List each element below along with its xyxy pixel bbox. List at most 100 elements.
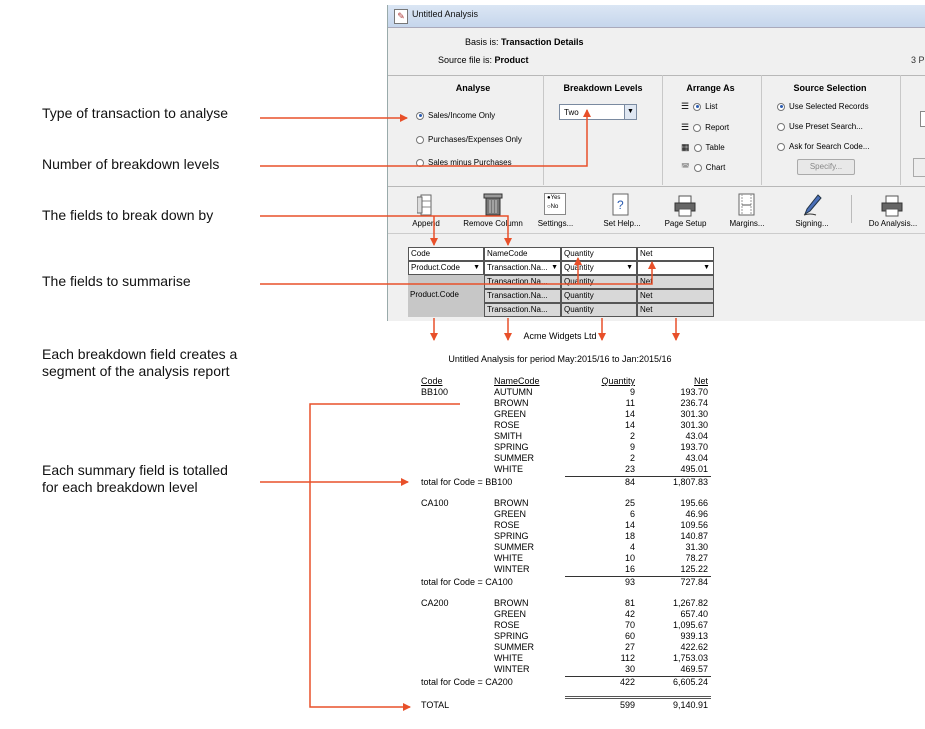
arrange-heading: Arrange As <box>686 83 735 93</box>
page-setup-button[interactable]: Page Setup <box>664 219 707 228</box>
report-subtotal-rule <box>565 576 711 577</box>
report-row-net: 939.13 <box>680 631 708 641</box>
arrange-option-report[interactable]: ☰ Report <box>681 122 730 132</box>
divider <box>761 75 762 185</box>
source-option-ask[interactable]: Ask for Search Code... <box>777 142 869 151</box>
report-row-quantity: 2 <box>629 431 635 441</box>
report-row-quantity: 9 <box>629 387 635 397</box>
report-row-quantity: 30 <box>624 664 635 674</box>
report-row-quantity: 2 <box>629 453 635 463</box>
analyse-option-purchases[interactable]: Purchases/Expenses Only <box>416 135 522 144</box>
no-option: ○No <box>547 204 559 210</box>
grid-header-namecode[interactable]: NameCode <box>484 247 561 261</box>
grid-cell[interactable]: Transaction.Na... <box>484 289 561 303</box>
grid-cell[interactable]: Transaction.Na... <box>484 275 561 289</box>
grid-cell-net-select[interactable]: ▼ <box>637 261 714 275</box>
radio[interactable] <box>693 163 702 172</box>
radio[interactable] <box>777 142 785 151</box>
report-header-code: Code <box>421 376 443 386</box>
grid-cell[interactable]: Quantity <box>561 289 637 303</box>
radio-selected[interactable] <box>693 102 702 111</box>
grid-cell[interactable]: Quantity <box>561 303 637 317</box>
window-title: Untitled Analysis <box>412 9 479 19</box>
report-row-net: 31.30 <box>685 542 708 552</box>
arrow-sum-net <box>260 261 656 285</box>
divider <box>662 75 663 185</box>
report-row-namecode: SPRING <box>494 531 529 541</box>
report-row-quantity: 6 <box>629 509 635 519</box>
grid-header-net[interactable]: Net <box>637 247 714 261</box>
breakdown-levels-select[interactable]: Two ▼ <box>559 104 637 120</box>
grid-cell[interactable]: Net <box>637 275 714 289</box>
grid-cell[interactable]: Net <box>637 303 714 317</box>
arrange-option-chart[interactable]: ◚ Chart <box>681 162 726 172</box>
report-row-net: 1,753.03 <box>672 653 708 663</box>
settings-icon[interactable]: ●Yes ○No <box>544 193 566 215</box>
arrange-option-table[interactable]: ▦ Table <box>681 142 725 152</box>
grid-cell-namecode-select[interactable]: Transaction.Na...▼ <box>484 261 561 275</box>
grid-header-code[interactable]: Code <box>408 247 484 261</box>
chevron-down-icon[interactable]: ▼ <box>626 264 633 271</box>
report-row-namecode: SUMMER <box>494 453 534 463</box>
radio-selected[interactable] <box>777 102 785 111</box>
report-group-code: CA200 <box>421 598 449 608</box>
radio-selected[interactable] <box>416 111 424 120</box>
breakdown-value: Two <box>564 108 579 117</box>
trash-icon[interactable] <box>483 191 503 217</box>
radio[interactable] <box>777 122 785 131</box>
append-button[interactable]: Append <box>412 219 440 228</box>
radio[interactable] <box>693 123 702 132</box>
signing-button[interactable]: Signing... <box>795 219 829 228</box>
do-analysis-printer-svg <box>881 195 903 217</box>
grid-cell[interactable]: Net <box>637 289 714 303</box>
report-row-namecode: WHITE <box>494 464 523 474</box>
report-row-quantity: 60 <box>624 631 635 641</box>
report-row-namecode: GREEN <box>494 609 527 619</box>
chevron-down-icon[interactable]: ▼ <box>624 105 636 119</box>
report-row-namecode: ROSE <box>494 420 520 430</box>
signing-icon[interactable] <box>802 193 822 217</box>
report-row-quantity: 14 <box>624 520 635 530</box>
printer-icon[interactable] <box>674 195 696 217</box>
arrange-option-list[interactable]: ☰ List <box>681 101 718 111</box>
margins-button[interactable]: Margins... <box>729 219 765 228</box>
chevron-down-icon[interactable]: ▼ <box>551 264 558 271</box>
do-analysis-icon[interactable] <box>881 195 903 217</box>
report-row-namecode: SUMMER <box>494 542 534 552</box>
report-row-net: 495.01 <box>680 464 708 474</box>
set-help-button[interactable]: Set Help... <box>603 219 641 228</box>
help-icon[interactable]: ? <box>612 193 630 217</box>
source-option-preset[interactable]: Use Preset Search... <box>777 122 863 131</box>
chevron-down-icon[interactable]: ▼ <box>703 264 710 271</box>
append-icon[interactable] <box>416 193 435 217</box>
chevron-down-icon[interactable]: ▼ <box>473 264 480 271</box>
radio[interactable] <box>693 143 702 152</box>
source-option-selected[interactable]: Use Selected Records <box>777 102 869 111</box>
report-header-net: Net <box>693 376 708 386</box>
grid-cell-empty <box>408 303 484 317</box>
analyse-option-sales[interactable]: Sales/Income Only <box>416 111 495 120</box>
callout-levels: Number of breakdown levels <box>42 156 220 172</box>
report-row-quantity: 14 <box>624 420 635 430</box>
grid-cell[interactable]: Transaction.Na... <box>484 303 561 317</box>
help-icon-svg: ? <box>612 193 629 216</box>
settings-button[interactable]: Settings... <box>537 219 574 228</box>
report-group-total-label: total for Code = BB100 <box>421 477 513 487</box>
grid-cell[interactable]: Product.Code <box>408 289 484 303</box>
do-analysis-button[interactable]: Do Analysis... <box>868 219 918 228</box>
report-row-namecode: AUTUMN <box>494 387 533 397</box>
radio[interactable] <box>416 135 424 144</box>
report-group-code: CA100 <box>421 498 449 508</box>
specify-button[interactable]: Specify... <box>797 159 855 175</box>
report-grand-total-quantity: 599 <box>619 700 635 710</box>
remove-column-button[interactable]: Remove Column <box>463 219 523 228</box>
margins-icon[interactable] <box>738 193 756 217</box>
report-subtotal-rule <box>565 676 711 677</box>
source-value: Product <box>494 55 529 65</box>
report-row-namecode: BROWN <box>494 498 529 508</box>
grid-cell-code-select[interactable]: Product.Code▼ <box>408 261 484 275</box>
report-row-quantity: 42 <box>624 609 635 619</box>
callout-fields-sum: The fields to summarise <box>42 273 191 289</box>
grid-cell[interactable]: Quantity <box>561 275 637 289</box>
report-subtotal-rule <box>565 476 711 477</box>
